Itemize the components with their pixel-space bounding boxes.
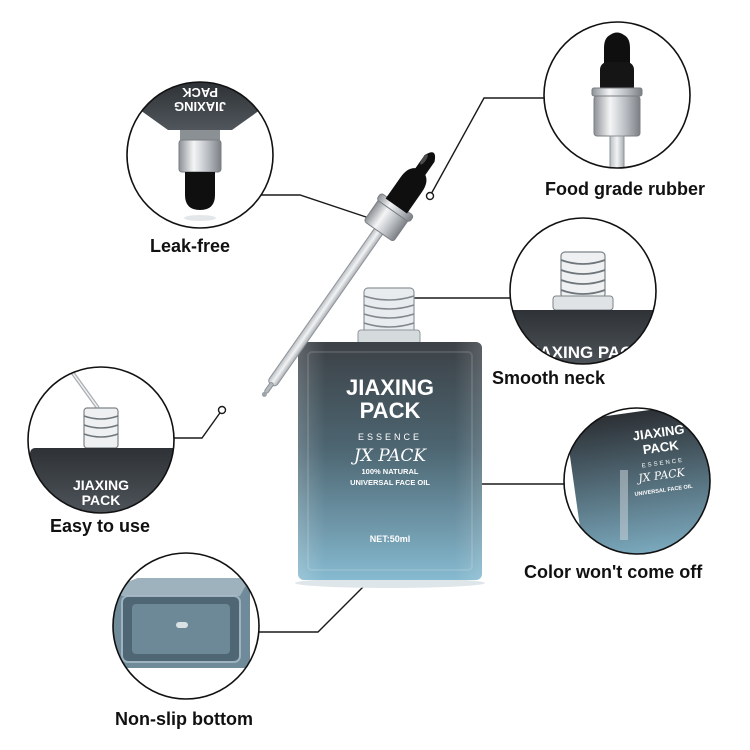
caption-color-stays: Color won't come off	[524, 562, 703, 582]
bottle-product-name: UNIVERSAL FACE OIL	[350, 478, 430, 487]
bottle-brand-line1: JIAXING	[346, 375, 434, 400]
leader-non-slip	[258, 574, 376, 633]
main-bottle: JIAXING PACK ESSENCE JX PACK 100% NATURA…	[295, 287, 485, 588]
easy-brand-line1: JIAXING	[73, 477, 129, 493]
caption-food-grade: Food grade rubber	[545, 179, 706, 199]
inset-easy-to-use: JIAXING PACK	[27, 366, 175, 514]
color-brand-line1: JIAXING	[632, 421, 686, 443]
rubber-bulb	[385, 152, 436, 214]
caption-smooth-neck: Smooth neck	[492, 368, 606, 388]
caption-easy-to-use: Easy to use	[50, 516, 151, 536]
bottle-brand-line2: PACK	[360, 398, 421, 423]
bottle-neck	[357, 287, 421, 345]
leak-free-brand-line1: JIAXING	[174, 99, 226, 114]
leak-free-brand-line2: PACK	[181, 85, 217, 100]
inset-smooth-neck: JIAXING PACK	[509, 217, 657, 365]
easy-brand-line2: PACK	[82, 492, 121, 508]
bottle-volume: NET:50ml	[370, 534, 411, 544]
leader-easy	[174, 409, 223, 439]
bottle-essence: ESSENCE	[358, 432, 422, 442]
color-brand-line2: PACK	[642, 437, 680, 457]
inset-non-slip	[112, 552, 260, 700]
leader-leak-free	[258, 194, 379, 222]
caption-leak-free: Leak-free	[150, 236, 231, 256]
callout-lines	[174, 97, 565, 633]
inset-food-grade	[543, 21, 691, 169]
leader-food-grade	[429, 97, 545, 197]
dropper-assembly	[261, 152, 436, 397]
color-essence: ESSENCE	[641, 458, 684, 470]
inset-color-stays: JIAXING PACK ESSENCE JX PACK UNIVERSAL F…	[563, 407, 711, 555]
bottle-signature: JX PACK	[351, 446, 427, 466]
caption-non-slip: Non-slip bottom	[115, 709, 253, 729]
bottle-natural: 100% NATURAL	[362, 467, 419, 476]
inset-leak-free: JIAXING PACK	[126, 81, 274, 229]
